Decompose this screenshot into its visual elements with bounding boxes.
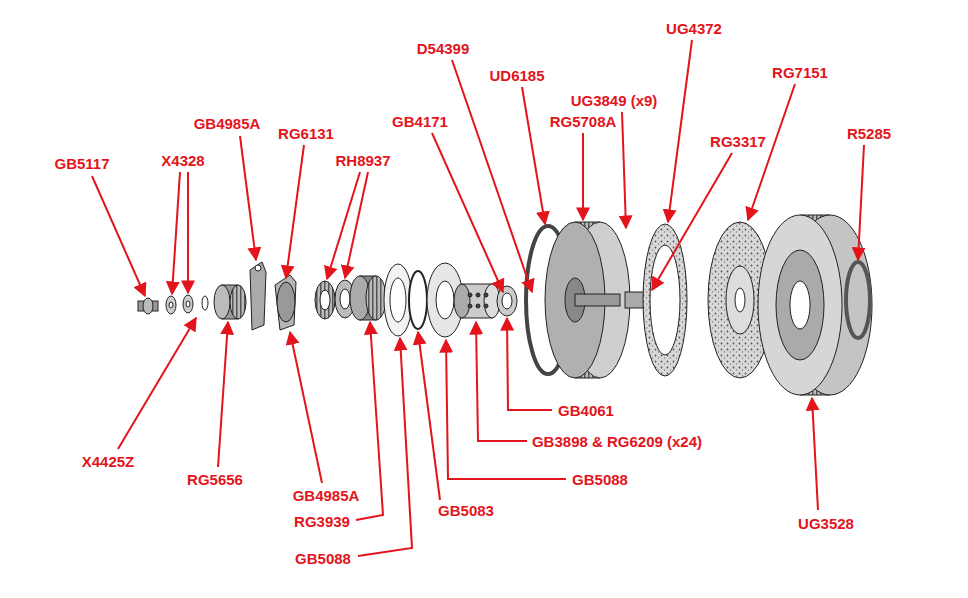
part-number: GB5088	[572, 472, 628, 487]
part-number: UG4372	[666, 21, 722, 36]
part-number: RG5708A	[550, 114, 617, 129]
part-number: X4328	[161, 153, 204, 168]
part-number: RG3939	[294, 514, 350, 529]
part-number: GB4061	[558, 403, 614, 418]
part-number: RG6131	[278, 126, 334, 141]
part-number: UD6185	[489, 68, 544, 83]
part-number: UG3528	[798, 516, 854, 531]
part-number: RG5656	[187, 472, 243, 487]
part-number: D54399	[417, 41, 470, 56]
part-number: GB4171	[392, 114, 448, 129]
part-number: UG3849 (x9)	[571, 93, 658, 108]
part-number: RG3317	[710, 134, 766, 149]
part-number: RG7151	[772, 65, 828, 80]
part-number: GB3898 & RG6209 (x24)	[532, 434, 702, 449]
part-number: GB4985A	[293, 488, 360, 503]
parts	[138, 215, 872, 395]
part-number: GB4985A	[194, 116, 261, 131]
part-number: X4425Z	[82, 454, 135, 469]
part-number: GB5117	[54, 156, 109, 171]
part-number: RH8937	[335, 153, 390, 168]
part-number: R5285	[847, 126, 891, 141]
leader-lines	[92, 40, 864, 556]
part-number: GB5083	[438, 503, 494, 518]
part-number: GB5088	[295, 551, 351, 566]
